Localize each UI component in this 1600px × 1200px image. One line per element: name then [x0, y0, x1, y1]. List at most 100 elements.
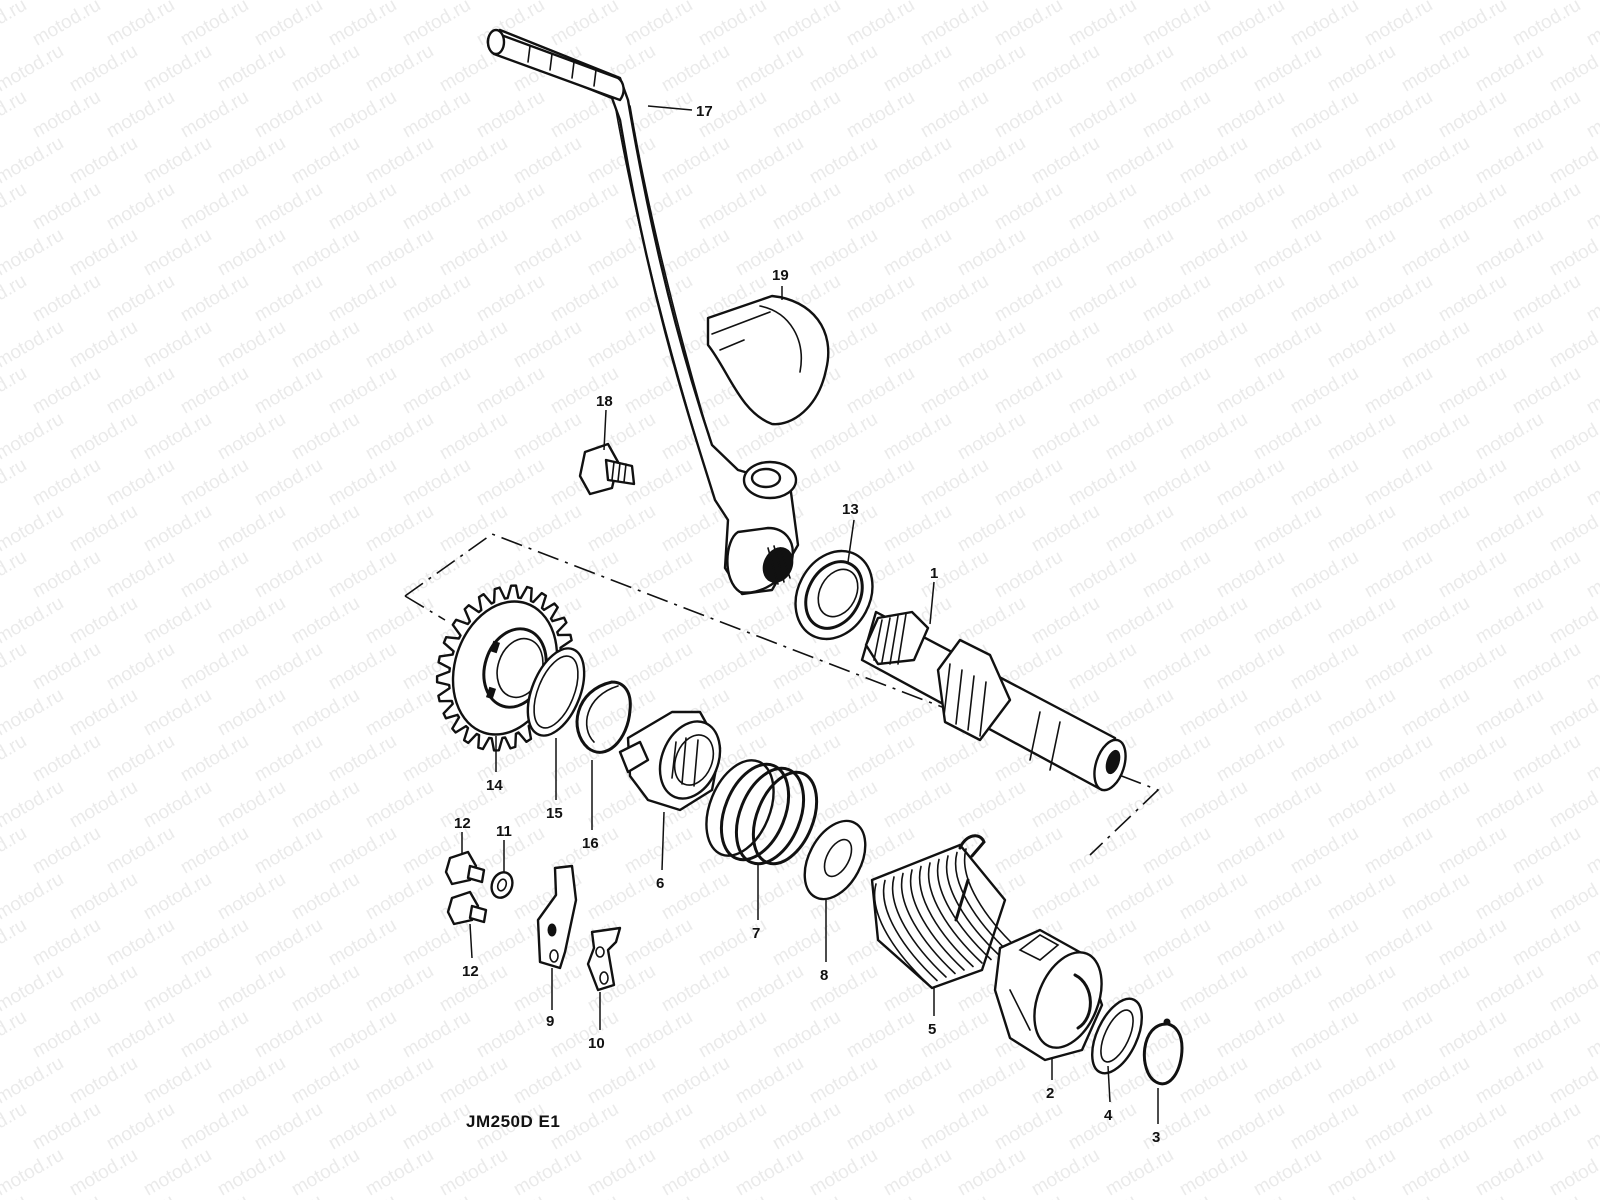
watermark-text: motod.ru: [1028, 225, 1103, 281]
watermark-text: motod.ru: [658, 1053, 733, 1109]
callout-3: 3: [1152, 1129, 1160, 1146]
watermark-text: motod.ru: [1509, 823, 1584, 879]
watermark-text: motod.ru: [399, 1191, 474, 1200]
watermark-text: motod.ru: [1139, 455, 1214, 511]
watermark-text: motod.ru: [1583, 547, 1600, 603]
callout-14: 14: [486, 777, 503, 794]
watermark-text: motod.ru: [288, 409, 363, 465]
watermark-text: motod.ru: [1583, 1007, 1600, 1063]
watermark-text: motod.ru: [1213, 823, 1288, 879]
watermark-text: motod.ru: [103, 547, 178, 603]
watermark-text: motod.ru: [843, 87, 918, 143]
watermark-text: motod.ru: [1102, 41, 1177, 97]
watermark-text: motod.ru: [29, 915, 104, 971]
watermark-text: motod.ru: [880, 225, 955, 281]
watermark-text: motod.ru: [843, 0, 918, 50]
watermark-text: motod.ru: [0, 317, 67, 373]
watermark-text: motod.ru: [325, 731, 400, 787]
watermark-text: motod.ru: [0, 225, 67, 281]
watermark-text: motod.ru: [843, 179, 918, 235]
watermark-text: motod.ru: [325, 823, 400, 879]
watermark-text: motod.ru: [991, 271, 1066, 327]
watermark-text: motod.ru: [1361, 0, 1436, 50]
spring-coil-line: [936, 858, 992, 961]
watermark-text: motod.ru: [140, 593, 215, 649]
watermark-text: motod.ru: [29, 179, 104, 235]
watermark-text: motod.ru: [288, 225, 363, 281]
watermark-text: motod.ru: [140, 225, 215, 281]
washer-part-15: [526, 647, 586, 737]
watermark-text: motod.ru: [806, 409, 881, 465]
watermark-text: motod.ru: [1435, 1191, 1510, 1200]
watermark-text: motod.ru: [0, 1145, 67, 1200]
watermark-text: motod.ru: [584, 1145, 659, 1200]
watermark-text: motod.ru: [0, 501, 67, 557]
watermark-text: motod.ru: [1176, 593, 1251, 649]
watermark-text: motod.ru: [880, 1053, 955, 1109]
watermark-text: motod.ru: [29, 823, 104, 879]
guide-plate-part-9: [536, 864, 578, 970]
watermark-text: motod.ru: [621, 823, 696, 879]
watermark-text: motod.ru: [954, 409, 1029, 465]
watermark-text: motod.ru: [66, 133, 141, 189]
watermark-text: motod.ru: [1102, 1145, 1177, 1200]
watermark-text: motod.ru: [954, 593, 1029, 649]
oil-seal-part-13: [794, 549, 874, 641]
watermark-text: motod.ru: [1509, 87, 1584, 143]
watermark-text: motod.ru: [584, 501, 659, 557]
watermark-text: motod.ru: [1250, 41, 1325, 97]
watermark-text: motod.ru: [1472, 1145, 1547, 1200]
watermark-text: motod.ru: [177, 547, 252, 603]
watermark-text: motod.ru: [325, 363, 400, 419]
watermark-text: motod.ru: [1176, 133, 1251, 189]
watermark-text: motod.ru: [1324, 777, 1399, 833]
callout-18: 18: [596, 393, 613, 410]
watermark-text: motod.ru: [547, 547, 622, 603]
watermark-text: motod.ru: [621, 1191, 696, 1200]
drawing-code: JM250D E1: [466, 1112, 560, 1131]
watermark-text: motod.ru: [843, 363, 918, 419]
watermark-text: motod.ru: [510, 317, 585, 373]
watermark-text: motod.ru: [1065, 1099, 1140, 1155]
watermark-text: motod.ru: [1398, 501, 1473, 557]
watermark-text: motod.ru: [103, 639, 178, 695]
watermark-text: motod.ru: [1250, 593, 1325, 649]
watermark-text: motod.ru: [0, 869, 67, 925]
watermark-text: motod.ru: [584, 869, 659, 925]
watermark-text: motod.ru: [362, 685, 437, 741]
watermark-text: motod.ru: [658, 41, 733, 97]
watermark-text: motod.ru: [1287, 1007, 1362, 1063]
watermark-text: motod.ru: [1213, 363, 1288, 419]
watermark-text: motod.ru: [547, 731, 622, 787]
watermark-text: motod.ru: [399, 1099, 474, 1155]
watermark-text: motod.ru: [399, 179, 474, 235]
watermark-text: motod.ru: [1287, 731, 1362, 787]
watermark-text: motod.ru: [547, 0, 622, 50]
watermark-text: motod.ru: [843, 1191, 918, 1200]
watermark-text: motod.ru: [769, 1007, 844, 1063]
watermark-text: motod.ru: [1324, 133, 1399, 189]
watermark-text: motod.ru: [806, 1145, 881, 1200]
watermark-text: motod.ru: [214, 1145, 289, 1200]
watermark-text: motod.ru: [1398, 1053, 1473, 1109]
watermark-text: motod.ru: [288, 41, 363, 97]
watermark-text: motod.ru: [917, 87, 992, 143]
watermark-text: motod.ru: [1065, 271, 1140, 327]
watermark-text: motod.ru: [658, 593, 733, 649]
watermark-text: motod.ru: [991, 455, 1066, 511]
watermark-text: motod.ru: [1287, 1191, 1362, 1200]
watermark-text: motod.ru: [1472, 317, 1547, 373]
watermark-text: motod.ru: [621, 1007, 696, 1063]
bolt-part-18: [578, 442, 636, 496]
watermark-text: motod.ru: [621, 915, 696, 971]
watermark-text: motod.ru: [1472, 777, 1547, 833]
ratchet-part-6: [618, 710, 722, 812]
watermark-text: motod.ru: [251, 731, 326, 787]
watermark-text: motod.ru: [1065, 547, 1140, 603]
watermark-text: motod.ru: [1472, 501, 1547, 557]
watermark-text: motod.ru: [621, 0, 696, 50]
bolt-part-12-lower: [446, 890, 488, 926]
watermark-text: motod.ru: [140, 317, 215, 373]
watermark-text: motod.ru: [1213, 639, 1288, 695]
watermark-text: motod.ru: [1250, 133, 1325, 189]
